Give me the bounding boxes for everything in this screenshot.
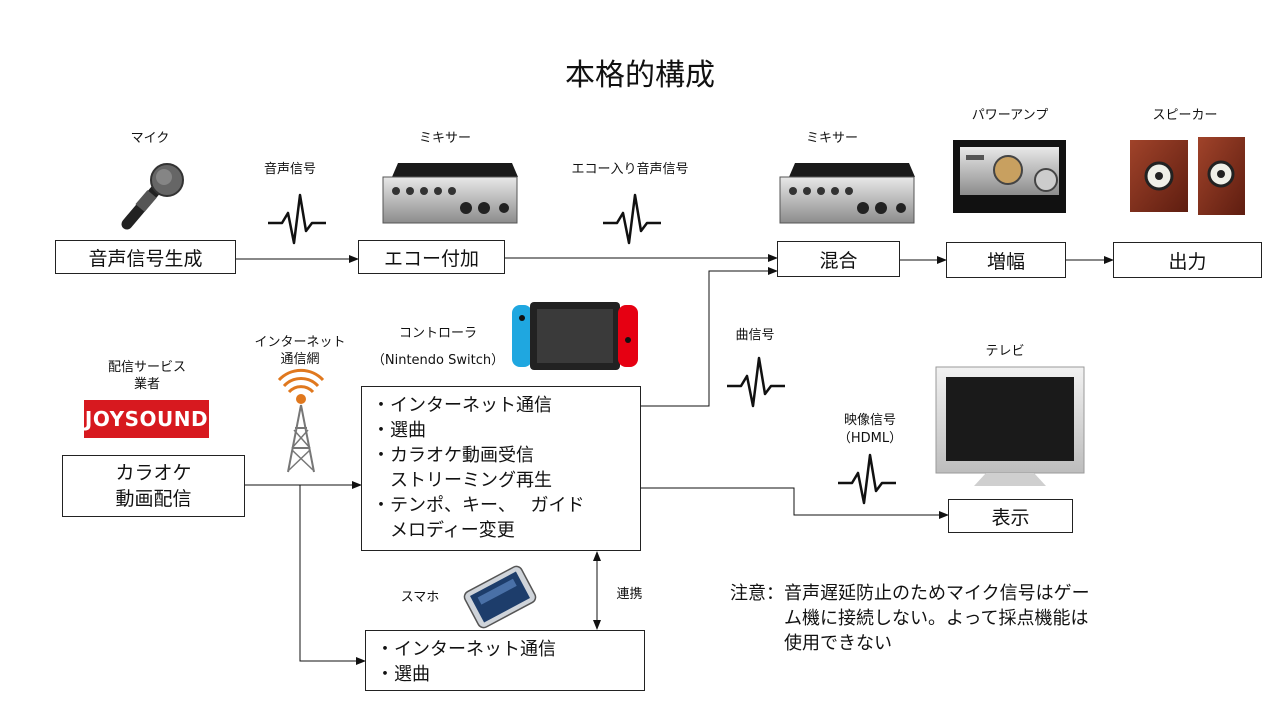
waveform-voice-icon xyxy=(268,193,326,245)
box-amplify: 増幅 xyxy=(946,242,1066,278)
caption-smartphone: スマホ xyxy=(400,590,440,605)
waveform-video-icon xyxy=(838,453,896,505)
switch-item: ・インターネット通信 xyxy=(372,395,552,416)
waveform-echo-voice-icon xyxy=(603,193,661,245)
caption-speaker: スピーカー xyxy=(1152,108,1218,123)
power-amp-icon xyxy=(953,140,1066,213)
speaker-icon xyxy=(1130,137,1245,215)
nintendo-switch-icon xyxy=(512,302,638,370)
note-block: 注意：音声遅延防止のためマイク信号はゲー ム機に接続しない。よって採点機能は 使… xyxy=(730,581,1210,656)
caption-signal-echo-voice: エコー入り音声信号 xyxy=(571,162,689,177)
box-mix: 混合 xyxy=(777,241,900,277)
box-karaoke-line1: カラオケ xyxy=(115,462,192,484)
caption-signal-song: 曲信号 xyxy=(735,328,775,343)
switch-item: ・選曲 xyxy=(372,420,426,441)
mixer-device-icon xyxy=(382,163,518,224)
waveform-song-icon xyxy=(727,356,785,408)
caption-provider-line2: 業者 xyxy=(133,377,160,392)
caption-controller-sub: （Nintendo Switch） xyxy=(371,353,505,368)
phone-item: ・選曲 xyxy=(376,664,430,685)
joysound-logo-background xyxy=(84,400,209,438)
box-output-label: 出力 xyxy=(1168,250,1207,273)
caption-mic: マイク xyxy=(130,131,170,146)
caption-signal-voice: 音声信号 xyxy=(263,162,316,177)
caption-mixer-1: ミキサー xyxy=(418,131,471,146)
arrow-karaoke-to-phone xyxy=(299,485,366,665)
caption-network-line1: インターネット xyxy=(254,335,346,350)
note-line: ム機に接続しない。よって採点機能は xyxy=(730,608,1089,629)
caption-signal-video-line1: 映像信号 xyxy=(843,413,896,428)
switch-item: メロディー変更 xyxy=(372,520,515,541)
box-karaoke-streaming: カラオケ 動画配信 xyxy=(62,455,245,517)
diagram-title: 本格的構成 xyxy=(565,58,715,93)
phone-item: ・インターネット通信 xyxy=(376,639,556,660)
box-mix-label: 混合 xyxy=(819,249,858,272)
caption-power-amp: パワーアンプ xyxy=(971,108,1049,123)
note-line: 注意：音声遅延防止のためマイク信号はゲー xyxy=(730,583,1090,604)
box-display: 表示 xyxy=(948,499,1073,533)
switch-item: ストリーミング再生 xyxy=(372,470,552,491)
box-generate-voice: 音声信号生成 xyxy=(55,240,236,274)
caption-provider-line1: 配信サービス xyxy=(107,360,186,375)
arrow-switch-to-mix xyxy=(640,267,778,407)
joysound-logo: JOYSOUND xyxy=(84,407,209,431)
box-switch-functions: ・インターネット通信 ・選曲 ・カラオケ動画受信 ストリーミング再生 ・テンポ、… xyxy=(361,386,641,551)
box-add-echo-label: エコー付加 xyxy=(383,247,479,270)
box-display-label: 表示 xyxy=(991,506,1030,529)
switch-item: ・カラオケ動画受信 xyxy=(372,445,534,466)
note-line: 使用できない xyxy=(730,633,892,654)
caption-mixer-2: ミキサー xyxy=(805,131,858,146)
caption-controller: コントローラ xyxy=(398,326,477,341)
caption-tv: テレビ xyxy=(985,344,1025,359)
mixer-device-icon xyxy=(779,163,915,224)
caption-network-line2: 通信網 xyxy=(280,352,320,367)
box-output: 出力 xyxy=(1113,242,1262,278)
microphone-icon xyxy=(121,163,184,230)
smartphone-icon xyxy=(463,565,537,629)
box-phone-functions: ・インターネット通信 ・選曲 xyxy=(365,630,645,691)
caption-signal-link: 連携 xyxy=(616,587,643,602)
tv-icon xyxy=(935,366,1085,486)
box-add-echo: エコー付加 xyxy=(358,240,505,274)
arrow-switch-to-display xyxy=(640,487,949,519)
box-generate-voice-label: 音声信号生成 xyxy=(88,247,203,270)
antenna-tower-icon xyxy=(277,368,325,473)
caption-signal-video-line2: （HDML） xyxy=(837,431,903,446)
box-amplify-label: 増幅 xyxy=(986,250,1025,273)
box-karaoke-line2: 動画配信 xyxy=(115,488,192,510)
switch-item: ・テンポ、キー、 ガイド xyxy=(372,495,585,516)
